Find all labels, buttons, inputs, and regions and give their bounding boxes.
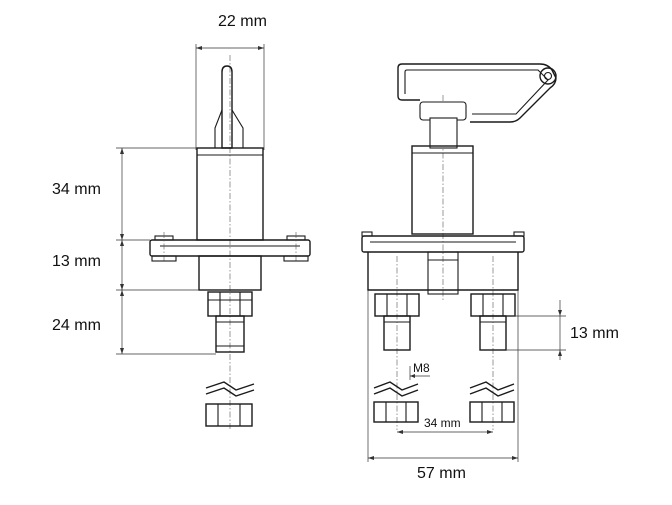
- dim-upper-height: 34 mm: [52, 181, 101, 198]
- side-view: [116, 44, 311, 430]
- dim-terminal-spacing: 34 mm: [424, 416, 461, 430]
- dim-thread: M8: [413, 361, 430, 375]
- dim-flange-height: 13 mm: [52, 253, 101, 270]
- dim-overall-width: 57 mm: [417, 465, 466, 482]
- front-view: [361, 63, 566, 462]
- dim-top-width: 22 mm: [218, 13, 267, 30]
- dim-terminal-height: 13 mm: [570, 325, 619, 342]
- dim-lower-height: 24 mm: [52, 317, 101, 334]
